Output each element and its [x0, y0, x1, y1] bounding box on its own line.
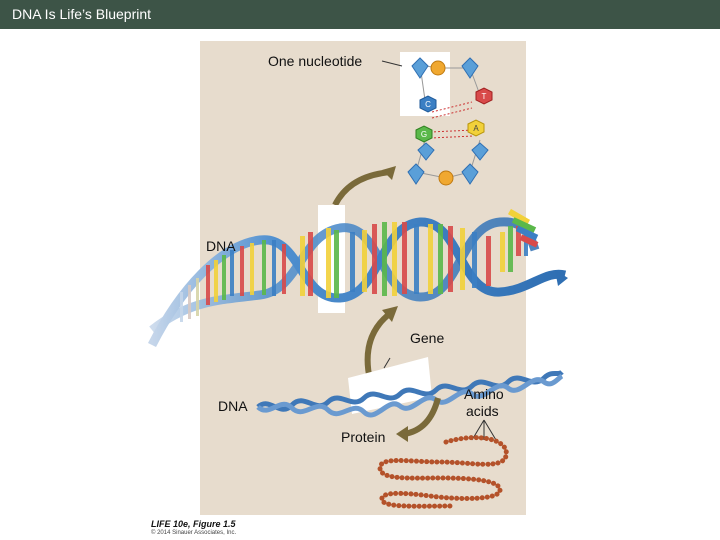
base-t-letter: T — [482, 92, 487, 101]
amino-acids-label-line1: Amino — [464, 386, 504, 402]
dna-helix-label: DNA — [206, 238, 236, 254]
arrowhead-bottom — [396, 426, 408, 442]
curved-arrow-top — [335, 172, 392, 205]
dna-strand-label: DNA — [218, 398, 248, 414]
sugar-shape — [462, 58, 478, 78]
protein-bead-chain — [380, 438, 506, 507]
base-a-letter: A — [473, 124, 479, 133]
base-c-letter: C — [425, 100, 431, 109]
protein-label: Protein — [341, 429, 385, 445]
copyright-notice: © 2014 Sinauer Associates, Inc. — [151, 530, 236, 536]
gene-leader-line — [384, 358, 390, 368]
phosphate-shape — [439, 171, 453, 185]
figure-caption: LIFE 10e, Figure 1.5 — [151, 519, 236, 529]
sugar-shape — [408, 164, 424, 184]
amino-acids-label-line2: acids — [466, 403, 499, 419]
base-g-letter: G — [421, 130, 427, 139]
phosphate-shape — [431, 61, 445, 75]
one-nucleotide-label: One nucleotide — [268, 53, 362, 69]
gene-label: Gene — [410, 330, 444, 346]
sugar-shape — [462, 164, 478, 184]
dna-double-helix — [152, 209, 568, 345]
nucleotide-leader-line — [382, 61, 402, 66]
